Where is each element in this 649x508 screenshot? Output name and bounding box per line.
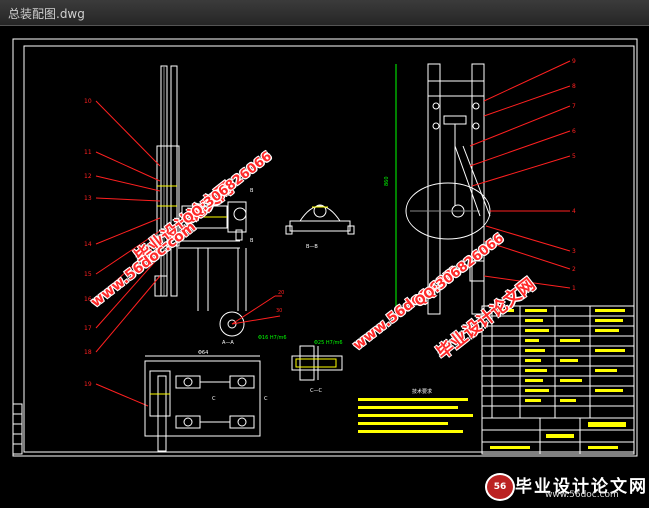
- c-view-bottom: [144, 360, 261, 452]
- outer-frame: [12, 38, 638, 457]
- label-16: 16: [84, 296, 92, 303]
- cc-label: C—C: [310, 388, 322, 394]
- tech-requirements-lines: [358, 398, 473, 433]
- aa-label: A—A: [222, 340, 234, 346]
- window-titlebar: 总装配图.dwg: [0, 0, 649, 26]
- label-15: 15: [84, 271, 92, 278]
- b-mark-bottom: B: [250, 238, 254, 244]
- dim-d16: Φ16 H7/m6: [258, 335, 287, 341]
- right-assembly-view: [395, 63, 491, 315]
- footer-logo: 56 毕业设计论文网 www.56doc.com: [485, 470, 649, 502]
- title-block: [481, 417, 635, 455]
- drawing-svg: 10 11 12 13 14 15 16 17 18 19 B B B—B: [12, 38, 638, 457]
- label-4: 4: [572, 208, 576, 215]
- label-6: 6: [572, 128, 576, 135]
- label-10: 10: [84, 98, 92, 105]
- dim-d25: Φ25 H7/m6: [314, 340, 343, 346]
- footer-brand: 毕业设计论文网: [515, 477, 648, 497]
- label-18: 18: [84, 349, 92, 356]
- dim-d64: Φ64: [198, 350, 208, 356]
- tech-requirements-title: 技术要求: [412, 388, 432, 395]
- bb-section-view: [285, 204, 355, 235]
- right-leaders: [469, 60, 571, 289]
- label-11: 11: [84, 149, 92, 156]
- c-mark-right: C: [264, 396, 268, 402]
- label-14: 14: [84, 241, 92, 248]
- b-mark-top: B: [250, 188, 254, 194]
- left-leaders: [95, 100, 161, 407]
- parts-list-text-blocks: [498, 309, 625, 402]
- bb-label: B—B: [306, 244, 318, 250]
- label-2: 2: [572, 266, 576, 273]
- dim-860: 860: [384, 176, 390, 186]
- label-13: 13: [84, 195, 92, 202]
- right-label-group: 9 8 7 6 5 4 3 2 1: [572, 58, 576, 292]
- left-view-highlights: [157, 185, 227, 218]
- label-9: 9: [572, 58, 576, 65]
- left-assembly-view: [154, 65, 247, 311]
- c-mark-left: C: [212, 396, 216, 402]
- inner-frame: [23, 45, 635, 453]
- footer-url: www.56doc.com: [545, 490, 619, 500]
- label-19: 19: [84, 381, 92, 388]
- left-strip-marks: [12, 403, 23, 455]
- callout-30: 30: [276, 308, 282, 314]
- label-5: 5: [572, 153, 576, 160]
- logo-badge-icon: 56: [485, 473, 515, 501]
- label-8: 8: [572, 83, 576, 90]
- left-label-group: 10 11 12 13 14 15 16 17 18 19: [84, 98, 92, 388]
- callout-20: 20: [278, 290, 284, 296]
- label-17: 17: [84, 325, 92, 332]
- parts-list-table: [481, 305, 635, 419]
- cc-section-view: [291, 345, 343, 381]
- label-1: 1: [572, 285, 576, 292]
- window-title: 总装配图.dwg: [8, 7, 85, 21]
- label-3: 3: [572, 248, 576, 255]
- label-7: 7: [572, 103, 576, 110]
- cad-drawing-canvas[interactable]: 10 11 12 13 14 15 16 17 18 19 B B B—B: [0, 26, 649, 504]
- label-12: 12: [84, 173, 92, 180]
- aa-section-view: [219, 311, 245, 337]
